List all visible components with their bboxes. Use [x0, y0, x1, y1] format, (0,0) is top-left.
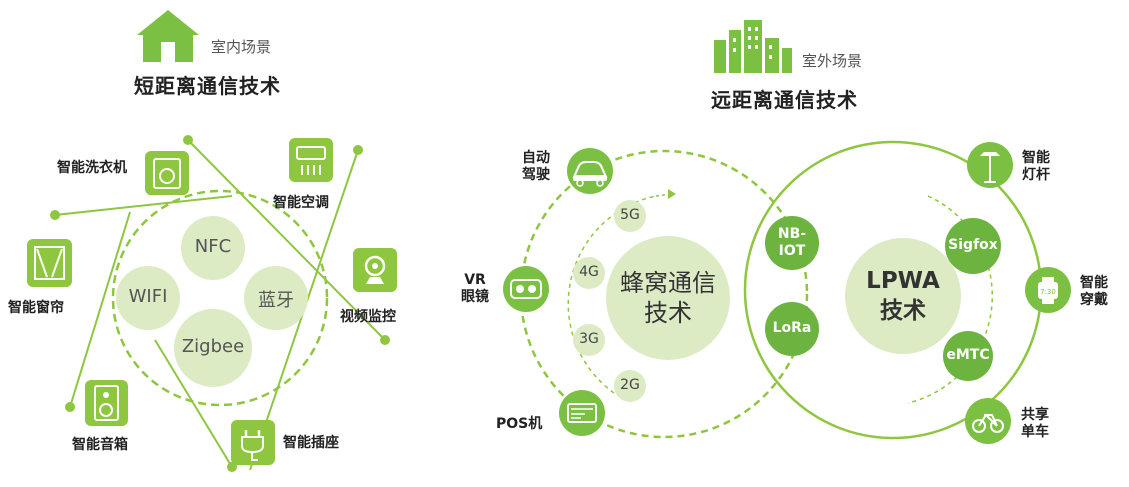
washer-label: 智能洗衣机 — [57, 160, 127, 176]
lpwa-label: LPWA技术 — [866, 268, 940, 324]
lora-bubble — [765, 302, 819, 356]
gen-3g-bubble — [573, 324, 605, 356]
outdoor-title: 远距离通信技术 — [711, 88, 858, 112]
zigbee-label: Zigbee — [181, 336, 245, 357]
bike-label: 共享单车 — [1021, 407, 1049, 440]
bluetooth-bubble — [244, 266, 308, 330]
camera-label: 视频监控 — [340, 309, 396, 325]
wearable-label: 智能穿戴 — [1080, 275, 1108, 308]
speaker-label: 智能音箱 — [72, 437, 128, 453]
vr-label: VR眼镜 — [461, 272, 489, 305]
nfc-bubble — [181, 216, 245, 280]
connector-dot — [65, 402, 75, 412]
gen-2g-label: 2G — [620, 377, 640, 393]
wifi-label: WIFI — [128, 286, 168, 307]
socket-icon — [231, 420, 275, 465]
gen-4g-bubble — [573, 257, 605, 289]
zigbee-bubble — [174, 309, 252, 387]
gen-3g-label: 3G — [579, 331, 599, 347]
arc-arrow — [668, 189, 676, 199]
nfc-label: NFC — [194, 236, 232, 257]
cellular-center-bubble — [606, 236, 730, 360]
curtain-label: 智能窗帘 — [8, 300, 64, 316]
connector-dot — [380, 335, 390, 345]
house-icon — [137, 10, 199, 62]
camera-icon — [353, 248, 397, 292]
pos-label: POS机 — [496, 416, 543, 432]
bike-icon — [965, 398, 1011, 444]
nbiot-label: NB-IOT — [777, 226, 807, 259]
buildings-icon — [714, 20, 792, 73]
lora-label: LoRa — [772, 320, 812, 336]
sigfox-label: Sigfox — [948, 237, 998, 253]
svg-text:7:30: 7:30 — [1040, 288, 1056, 296]
connector-dot — [353, 145, 363, 155]
emtc-label: eMTC — [946, 347, 990, 363]
streetlight-icon — [967, 142, 1013, 188]
car-icon — [567, 148, 613, 194]
aircon-label: 智能空调 — [273, 195, 329, 211]
streetlight-label: 智能灯杆 — [1022, 150, 1050, 183]
self-driving-label: 自动驾驶 — [522, 150, 550, 183]
connector-dot — [50, 210, 60, 220]
curtain-icon — [27, 239, 72, 287]
vr-icon — [503, 266, 549, 312]
sigfox-bubble — [945, 218, 1001, 274]
lpwa-center-bubble — [845, 238, 961, 354]
nbiot-bubble — [765, 216, 819, 270]
aircon-icon — [289, 138, 333, 182]
cellular-label: 蜂窝通信技术 — [620, 269, 716, 327]
connector-dot — [183, 135, 193, 145]
gen-5g-bubble — [614, 200, 646, 232]
gen-5g-label: 5G — [620, 207, 640, 223]
indoor-scene-label: 室内场景 — [211, 38, 272, 56]
outdoor-scene-label: 室外场景 — [802, 52, 863, 70]
socket-label: 智能插座 — [283, 435, 339, 451]
bluetooth-label: 蓝牙 — [258, 290, 294, 311]
speaker-icon — [85, 380, 128, 426]
washer-icon — [145, 151, 189, 195]
connector-dot — [227, 462, 237, 472]
short-range-dashed-ring — [111, 189, 329, 407]
pos-icon — [559, 390, 605, 436]
gen-4g-label: 4G — [579, 264, 599, 280]
lpwa-inner-arc — [907, 195, 994, 404]
gen-2g-bubble — [614, 370, 646, 402]
watch-icon: 7:30 — [1025, 267, 1071, 313]
indoor-title: 短距离通信技术 — [134, 74, 281, 98]
wifi-bubble — [116, 266, 180, 330]
emtc-bubble — [943, 331, 993, 381]
